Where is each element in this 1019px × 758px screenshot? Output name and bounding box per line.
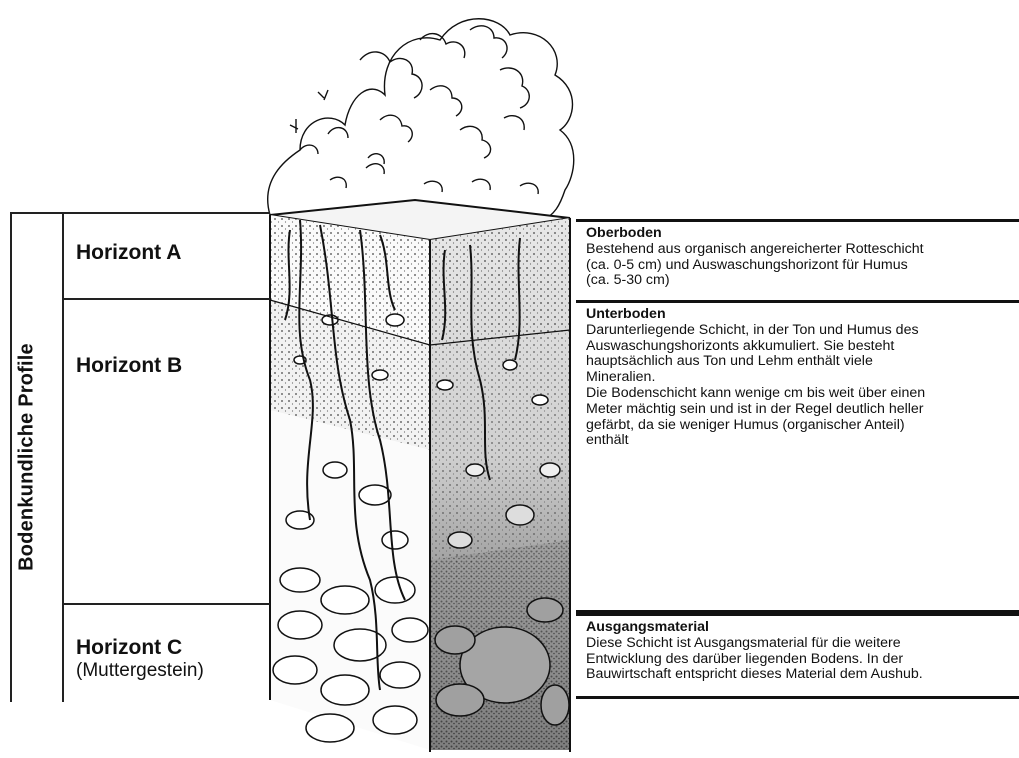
- profile-label: Bodenkundliche Profile: [12, 212, 42, 702]
- description-title: Oberboden: [586, 226, 1011, 242]
- description-text: Darunterliegende Schicht, in der Ton und…: [586, 323, 1011, 449]
- horizon-bracket-line: [62, 212, 64, 702]
- horizon-c-title: Horizont C: [76, 636, 182, 660]
- left-face: [270, 215, 430, 750]
- description-title: Ausgangsmaterial: [586, 620, 1011, 636]
- horizon-c-top-line: [62, 603, 270, 605]
- horizon-b-top-line: [62, 298, 270, 300]
- horizon-a-top-line: [62, 212, 270, 214]
- description-title: Unterboden: [586, 307, 1011, 323]
- horizon-a-title: Horizont A: [76, 241, 181, 265]
- description-ausgangsmaterial: Ausgangsmaterial Diese Schicht ist Ausga…: [576, 613, 1019, 699]
- description-oberboden: Oberboden Bestehend aus organisch angere…: [576, 219, 1019, 303]
- right-face: [430, 218, 570, 750]
- horizon-b-title: Horizont B: [76, 354, 182, 378]
- description-text: Bestehend aus organisch angereicherter R…: [586, 242, 1011, 289]
- horizon-c-subtitle: (Muttergestein): [76, 660, 204, 682]
- description-text: Diese Schicht ist Ausgangsmaterial für d…: [586, 636, 1011, 683]
- description-unterboden: Unterboden Darunterliegende Schicht, in …: [576, 300, 1019, 613]
